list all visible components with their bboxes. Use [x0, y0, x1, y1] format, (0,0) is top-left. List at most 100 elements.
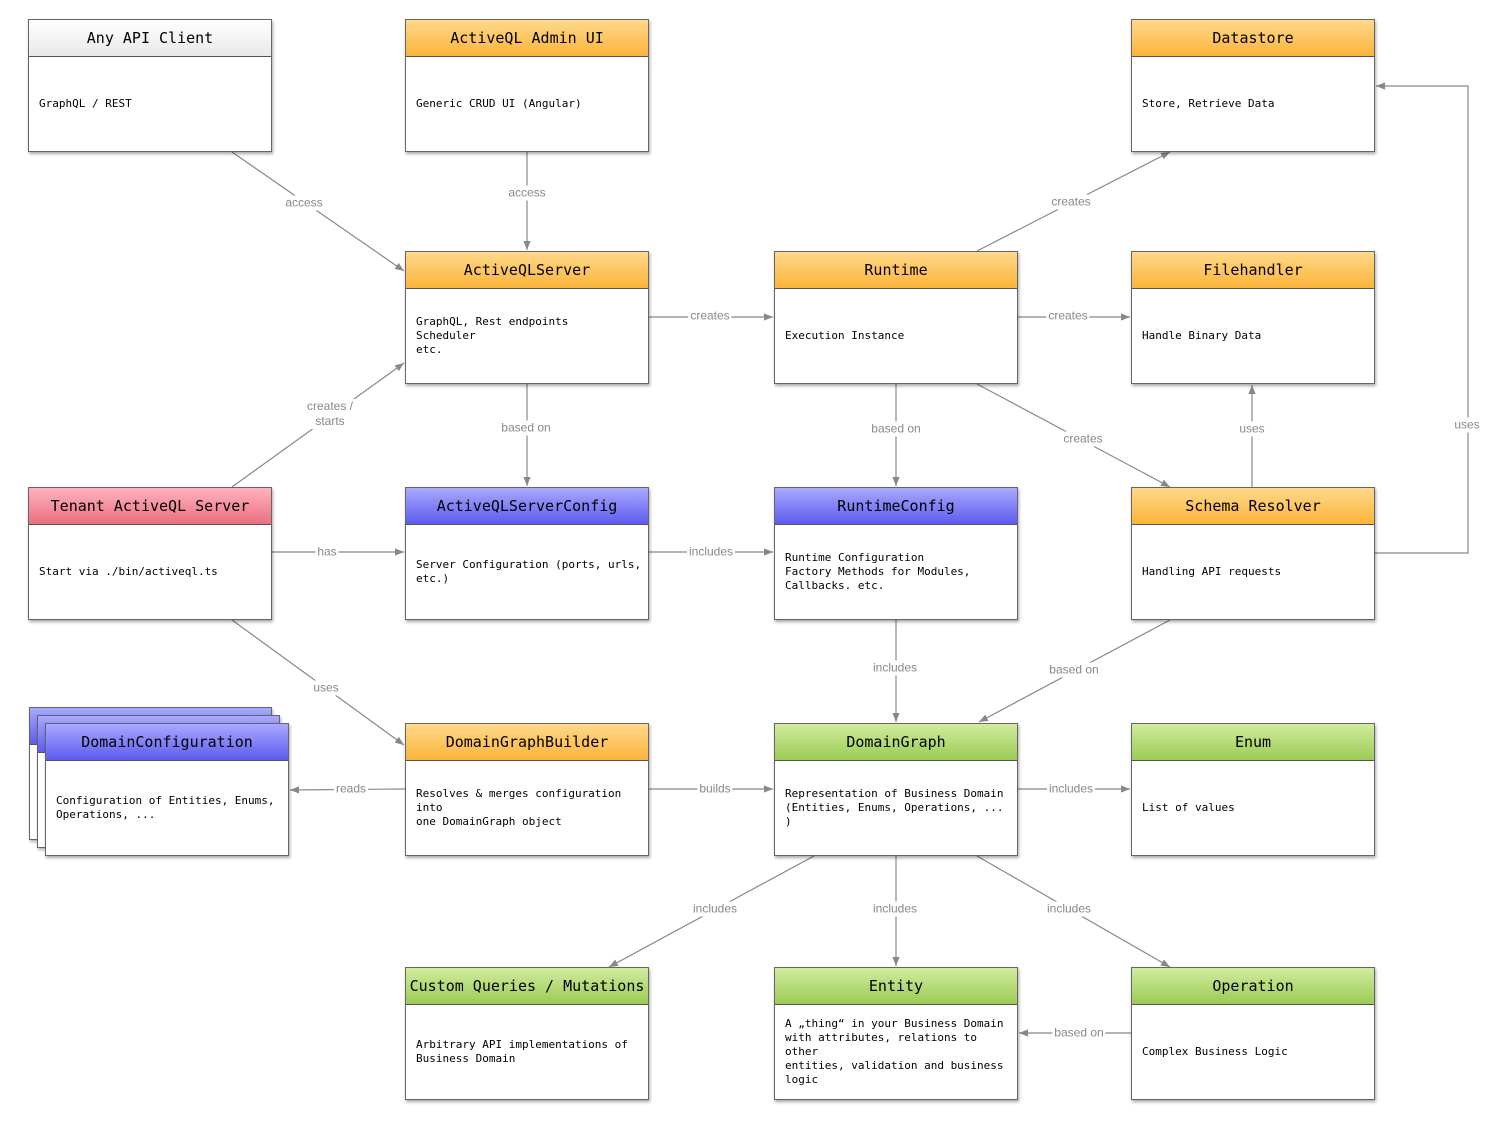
node-line: Scheduler: [416, 329, 476, 342]
node-line: Generic CRUD UI (Angular): [416, 97, 582, 110]
node-custom-queries[interactable]: Custom Queries / Mutations Arbitrary API…: [405, 967, 649, 1100]
node-operation[interactable]: Operation Complex Business Logic: [1131, 967, 1375, 1100]
node-schema-resolver[interactable]: Schema Resolver Handling API requests: [1131, 487, 1375, 620]
node-title: ActiveQLServer: [406, 252, 648, 289]
edge-label: based on: [869, 421, 923, 437]
node-tenant[interactable]: Tenant ActiveQL Server Start via ./bin/a…: [28, 487, 272, 620]
node-title: DomainGraph: [775, 724, 1017, 761]
node-line: Arbitrary API implementations of: [416, 1038, 628, 1051]
node-line: Representation of Business Domain: [785, 787, 1004, 800]
node-builder[interactable]: DomainGraphBuilder Resolves & merges con…: [405, 723, 649, 856]
edge-label: uses: [311, 680, 341, 696]
node-line: (Entities, Enums, Operations, ... ): [785, 801, 1004, 828]
node-title: Operation: [1132, 968, 1374, 1005]
node-admin-ui[interactable]: ActiveQL Admin UI Generic CRUD UI (Angul…: [405, 19, 649, 152]
node-line: entities, validation and business: [785, 1059, 1004, 1072]
node-line: Business Domain: [416, 1052, 516, 1065]
node-title: Filehandler: [1132, 252, 1374, 289]
node-runtime-config[interactable]: RuntimeConfig Runtime Configuration Fact…: [774, 487, 1018, 620]
node-server[interactable]: ActiveQLServer GraphQL, Rest endpoints S…: [405, 251, 649, 384]
node-body: GraphQL, Rest endpoints Scheduler etc.: [416, 289, 642, 383]
node-server-config[interactable]: ActiveQLServerConfig Server Configuratio…: [405, 487, 649, 620]
node-body: Runtime Configuration Factory Methods fo…: [785, 525, 1011, 619]
node-line: etc.: [416, 343, 443, 356]
edge-label: based on: [499, 420, 553, 436]
node-body: Handling API requests: [1142, 525, 1368, 619]
edge-label: includes: [870, 901, 920, 917]
node-body: Resolves & merges configuration into one…: [416, 761, 642, 855]
edge-label: based on: [1052, 1025, 1106, 1041]
edge-label: reads: [333, 781, 369, 797]
node-line: Runtime Configuration: [785, 551, 925, 564]
node-line: Resolves & merges configuration into: [416, 787, 622, 814]
node-title: Tenant ActiveQL Server: [29, 488, 271, 525]
node-line: GraphQL / REST: [39, 97, 132, 110]
node-body: GraphQL / REST: [39, 57, 265, 151]
node-title: Datastore: [1132, 20, 1374, 57]
edge-api_client-to-server: [231, 151, 405, 272]
edge-label: based on: [1047, 662, 1101, 678]
edge-label: includes: [1046, 781, 1096, 797]
node-line: Handling API requests: [1142, 565, 1282, 578]
edge-label: access: [506, 185, 548, 201]
node-title: Runtime: [775, 252, 1017, 289]
edge-label: creates /starts: [304, 399, 356, 429]
edge-label: includes: [870, 660, 920, 676]
node-body: Execution Instance: [785, 289, 1011, 383]
node-body: Store, Retrieve Data: [1142, 57, 1368, 151]
node-body: Arbitrary API implementations of Busines…: [416, 1005, 642, 1099]
node-title: DomainGraphBuilder: [406, 724, 648, 761]
node-title: RuntimeConfig: [775, 488, 1017, 525]
node-line: Execution Instance: [785, 329, 905, 342]
edge-label: includes: [1044, 901, 1094, 917]
node-entity[interactable]: Entity A „thing“ in your Business Domain…: [774, 967, 1018, 1100]
edge-label: access: [283, 195, 325, 211]
node-runtime[interactable]: Runtime Execution Instance: [774, 251, 1018, 384]
edge-label: creates: [688, 308, 732, 324]
edge-label: uses: [1452, 417, 1482, 433]
node-body: Server Configuration (ports, urls, etc.): [416, 525, 642, 619]
node-body: Configuration of Entities, Enums, Operat…: [56, 761, 282, 855]
node-line: Factory Methods for Modules,: [785, 565, 971, 578]
node-enum[interactable]: Enum List of values: [1131, 723, 1375, 856]
node-title: Schema Resolver: [1132, 488, 1374, 525]
node-line: A „thing“ in your Business Domain: [785, 1017, 1004, 1030]
node-domain-graph[interactable]: DomainGraph Representation of Business D…: [774, 723, 1018, 856]
edge-schema_resolver-to-datastore: [1375, 82, 1469, 554]
edge-label: builds: [697, 781, 733, 797]
node-title: Custom Queries / Mutations: [406, 968, 648, 1005]
node-title: Any API Client: [29, 20, 271, 57]
node-body: Complex Business Logic: [1142, 1005, 1368, 1099]
node-domain-config[interactable]: DomainConfiguration Configuration of Ent…: [45, 723, 289, 856]
node-body: Start via ./bin/activeql.ts: [39, 525, 265, 619]
node-body: Representation of Business Domain (Entit…: [785, 761, 1011, 855]
node-title: ActiveQL Admin UI: [406, 20, 648, 57]
edge-label: includes: [690, 901, 740, 917]
node-line: Start via ./bin/activeql.ts: [39, 565, 218, 578]
edge-label: uses: [1237, 421, 1267, 437]
node-body: Handle Binary Data: [1142, 289, 1368, 383]
node-line: Store, Retrieve Data: [1142, 97, 1275, 110]
node-line: GraphQL, Rest endpoints: [416, 315, 569, 328]
edge-label: creates: [1061, 431, 1105, 447]
node-line: List of values: [1142, 801, 1235, 814]
edge-label: includes: [686, 544, 736, 560]
edge-label: creates: [1049, 194, 1093, 210]
node-api-client[interactable]: Any API Client GraphQL / REST: [28, 19, 272, 152]
node-filehandler[interactable]: Filehandler Handle Binary Data: [1131, 251, 1375, 384]
node-title: Enum: [1132, 724, 1374, 761]
node-line: Configuration of Entities, Enums,: [56, 794, 275, 807]
edge-label: has: [315, 544, 339, 560]
node-line: Server Configuration (ports, urls,: [416, 558, 642, 571]
node-body: Generic CRUD UI (Angular): [416, 57, 642, 151]
node-line: logic: [785, 1073, 819, 1086]
node-datastore[interactable]: Datastore Store, Retrieve Data: [1131, 19, 1375, 152]
node-title: Entity: [775, 968, 1017, 1005]
node-title: DomainConfiguration: [46, 724, 288, 761]
node-line: Callbacks. etc.: [785, 579, 885, 592]
node-line: Complex Business Logic: [1142, 1045, 1288, 1058]
node-body: List of values: [1142, 761, 1368, 855]
edge-label: creates: [1046, 308, 1090, 324]
node-title: ActiveQLServerConfig: [406, 488, 648, 525]
node-line: etc.): [416, 572, 450, 585]
